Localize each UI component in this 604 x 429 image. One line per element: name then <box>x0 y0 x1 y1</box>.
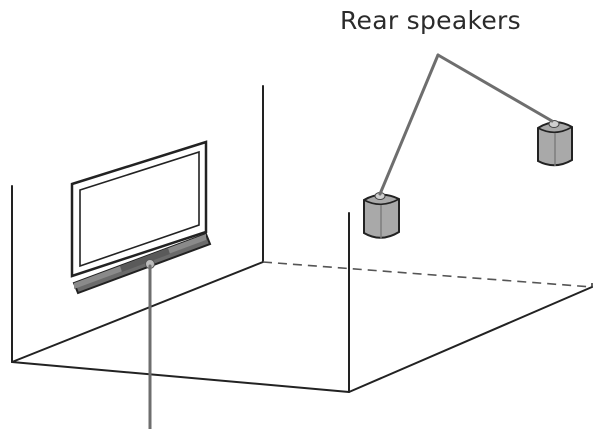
leader-to-right-speaker <box>436 53 554 123</box>
floor-left-edge <box>11 261 264 363</box>
floor-back-dashed-edge <box>262 261 593 288</box>
rear-speakers-label: Rear speakers <box>340 6 521 35</box>
tv-icon <box>70 140 208 278</box>
room-outline <box>11 85 593 393</box>
rear-speaker-right-icon <box>537 120 573 167</box>
rear-speakers-leader-lines <box>378 53 554 196</box>
rear-speaker-left-icon <box>363 192 400 239</box>
leader-to-left-speaker <box>378 53 440 196</box>
floor-right-edge <box>348 286 593 393</box>
soundbar-icon <box>72 232 212 295</box>
floor-front-edge <box>11 361 350 393</box>
